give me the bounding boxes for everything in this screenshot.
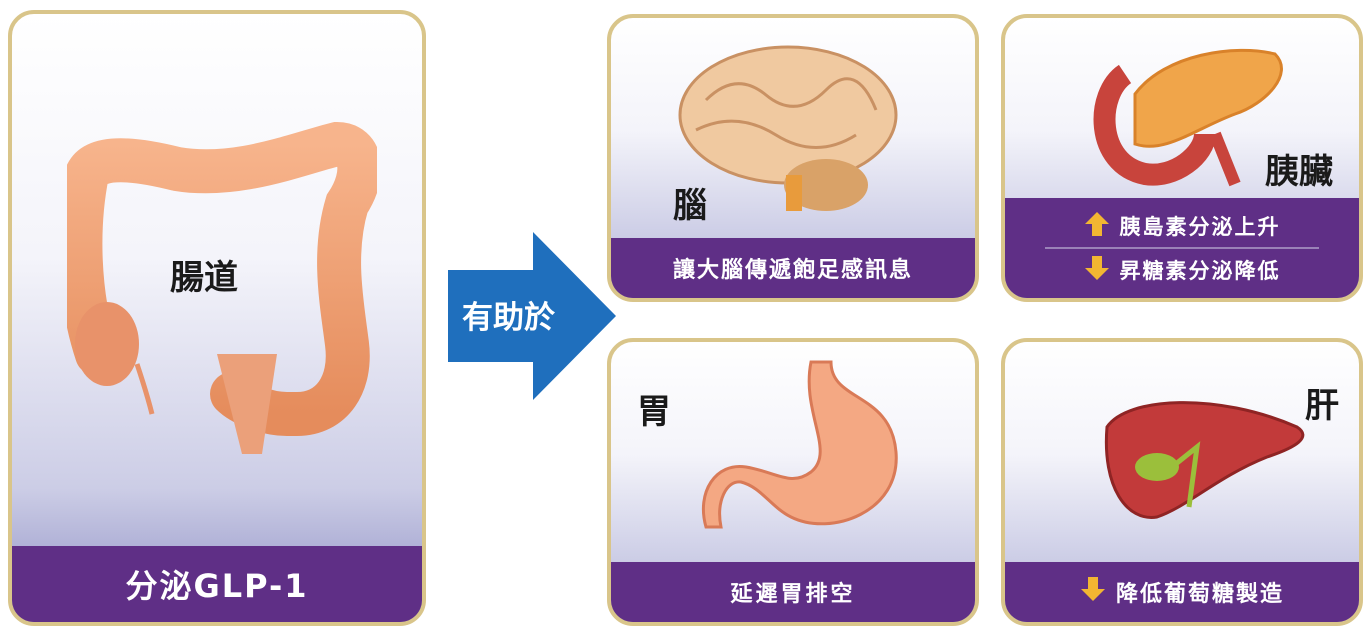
stomach-effect-bar: 延遲胃排空 [611, 562, 975, 622]
pancreas-icon [1085, 34, 1295, 194]
pancreas-effect-row-2: 昇糖素分泌降低 [1084, 248, 1281, 292]
intestine-label: 腸道 [170, 250, 238, 299]
stomach-effect-text: 延遲胃排空 [730, 576, 855, 608]
arrow-up-icon [1084, 211, 1110, 242]
arrow-down-icon [1080, 576, 1106, 608]
brain-icon [676, 40, 906, 215]
pancreas-effect-text-1: 胰島素分泌上升 [1120, 211, 1281, 241]
liver-card: 肝 降低葡萄糖製造 [1001, 338, 1363, 626]
intestine-card: 腸道 分泌GLP-1 [8, 10, 426, 626]
stomach-icon [691, 352, 921, 552]
pancreas-effect-text-2: 昇糖素分泌降低 [1120, 255, 1281, 285]
connector-label: 有助於 [462, 292, 555, 337]
pancreas-effects-bar: 胰島素分泌上升 昇糖素分泌降低 [1005, 198, 1359, 298]
stomach-card: 胃 延遲胃排空 [607, 338, 979, 626]
pancreas-label: 胰臟 [1265, 144, 1333, 193]
brain-effect-text: 讓大腦傳遞飽足感訊息 [673, 252, 913, 284]
liver-label: 肝 [1305, 378, 1339, 427]
pancreas-divider [1045, 247, 1319, 249]
brain-effect-bar: 讓大腦傳遞飽足感訊息 [611, 238, 975, 298]
brain-card: 腦 讓大腦傳遞飽足感訊息 [607, 14, 979, 302]
stomach-label: 胃 [637, 384, 671, 433]
brain-label: 腦 [673, 178, 707, 227]
liver-effect-text: 降低葡萄糖製造 [1116, 576, 1284, 608]
glp1-secretion-text: 分泌GLP-1 [125, 561, 308, 607]
liver-effect-bar: 降低葡萄糖製造 [1005, 562, 1359, 622]
pancreas-card: 胰臟 胰島素分泌上升 昇糖素分泌降低 [1001, 14, 1363, 302]
glp1-secretion-bar: 分泌GLP-1 [12, 546, 422, 622]
arrow-down-icon [1084, 255, 1110, 286]
pancreas-effect-row-1: 胰島素分泌上升 [1084, 204, 1281, 248]
liver-icon [1097, 387, 1317, 527]
